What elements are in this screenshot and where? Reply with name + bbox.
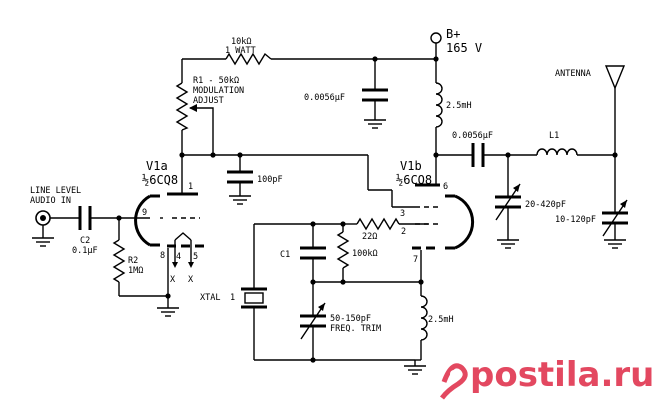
label-r1-c: ADJUST <box>193 96 224 106</box>
label-v1a: V1a <box>146 159 168 173</box>
label-v1a-type: ½6CQ8 <box>142 173 178 187</box>
label-c2-value: 0.1µF <box>72 246 98 256</box>
component-labels: 10kΩ 1 WATT R1 - 50kΩ MODULATION ADJUST … <box>30 27 596 334</box>
label-r2: R2 <box>128 256 138 266</box>
label-c1: C1 <box>280 250 290 260</box>
ground-symbols <box>32 119 626 375</box>
label-xtal-pin: 1 <box>230 293 235 303</box>
label-c2: C2 <box>80 236 90 246</box>
watermark-text: postila.ru <box>470 355 654 395</box>
label-x1: X <box>170 275 176 285</box>
label-var-cap-2: 10-120pF <box>555 215 596 225</box>
label-trim: 50-150pF <box>330 314 371 324</box>
label-r2-value: 1MΩ <box>128 266 143 276</box>
label-l-top: 2.5mH <box>446 101 472 111</box>
capacitor-out <box>471 143 485 167</box>
label-antenna: ANTENNA <box>555 69 591 79</box>
crystal <box>241 287 267 309</box>
label-pin7: 7 <box>413 255 418 265</box>
label-pin3: 3 <box>400 209 405 219</box>
bplus-terminal <box>430 32 442 44</box>
label-pin9: 9 <box>142 208 147 218</box>
label-c-top: 0.0056µF <box>304 93 345 103</box>
label-bplus-voltage: 165 V <box>446 41 482 55</box>
inductor-top <box>435 82 443 128</box>
label-bplus: B+ <box>446 27 460 41</box>
label-r-top-watt: 1 WATT <box>225 46 256 56</box>
label-pin2: 2 <box>401 227 406 237</box>
label-pin4: 4 <box>176 252 181 262</box>
label-v1b: V1b <box>400 159 422 173</box>
inductor-bottom <box>420 295 428 341</box>
variable-capacitor-1 <box>495 183 521 221</box>
label-l-bottom: 2.5mH <box>428 315 454 325</box>
label-trim-sub: FREQ. TRIM <box>330 324 381 334</box>
capacitor-top <box>362 88 388 102</box>
tube-v1b <box>412 175 475 250</box>
label-pin1: 1 <box>188 182 193 192</box>
label-xtal: XTAL <box>200 293 220 303</box>
label-r-top: 10kΩ <box>231 37 251 47</box>
resistor-r1-pot <box>175 82 197 131</box>
capacitor-c2 <box>78 206 92 230</box>
label-pin5: 5 <box>193 252 198 262</box>
watermark-logo-icon <box>440 363 468 400</box>
label-r1-b: MODULATION <box>193 86 244 96</box>
inductor-l1 <box>536 148 578 156</box>
label-c100: 100pF <box>257 175 283 185</box>
label-line-level: LINE LEVEL <box>30 186 81 196</box>
audio-jack <box>35 210 51 226</box>
variable-capacitor-trim <box>300 302 326 340</box>
capacitor-100pf <box>227 170 253 184</box>
resistor-100k <box>336 231 350 269</box>
resistor-10k <box>225 52 272 66</box>
label-pin6: 6 <box>443 182 448 192</box>
label-l1: L1 <box>549 131 559 141</box>
label-x2: X <box>188 275 194 285</box>
tube-v1a <box>134 192 208 268</box>
label-r1-a: R1 - 50kΩ <box>193 76 239 86</box>
capacitor-c1 <box>300 246 326 260</box>
watermark: postila.ru <box>440 355 654 400</box>
label-r100k: 100kΩ <box>352 249 378 259</box>
label-pin8: 8 <box>160 251 165 261</box>
antenna-symbol <box>604 65 626 90</box>
label-r22: 22Ω <box>362 232 377 242</box>
label-audio-in: AUDIO IN <box>30 196 71 206</box>
label-var-cap-1: 20-420pF <box>525 200 566 210</box>
variable-capacitor-2 <box>602 199 628 237</box>
label-c-out: 0.0056µF <box>452 131 493 141</box>
junction-dots <box>116 56 618 363</box>
label-v1b-type: ½6CQ8 <box>396 173 432 187</box>
resistor-22 <box>356 217 400 231</box>
resistor-r2 <box>112 239 126 283</box>
